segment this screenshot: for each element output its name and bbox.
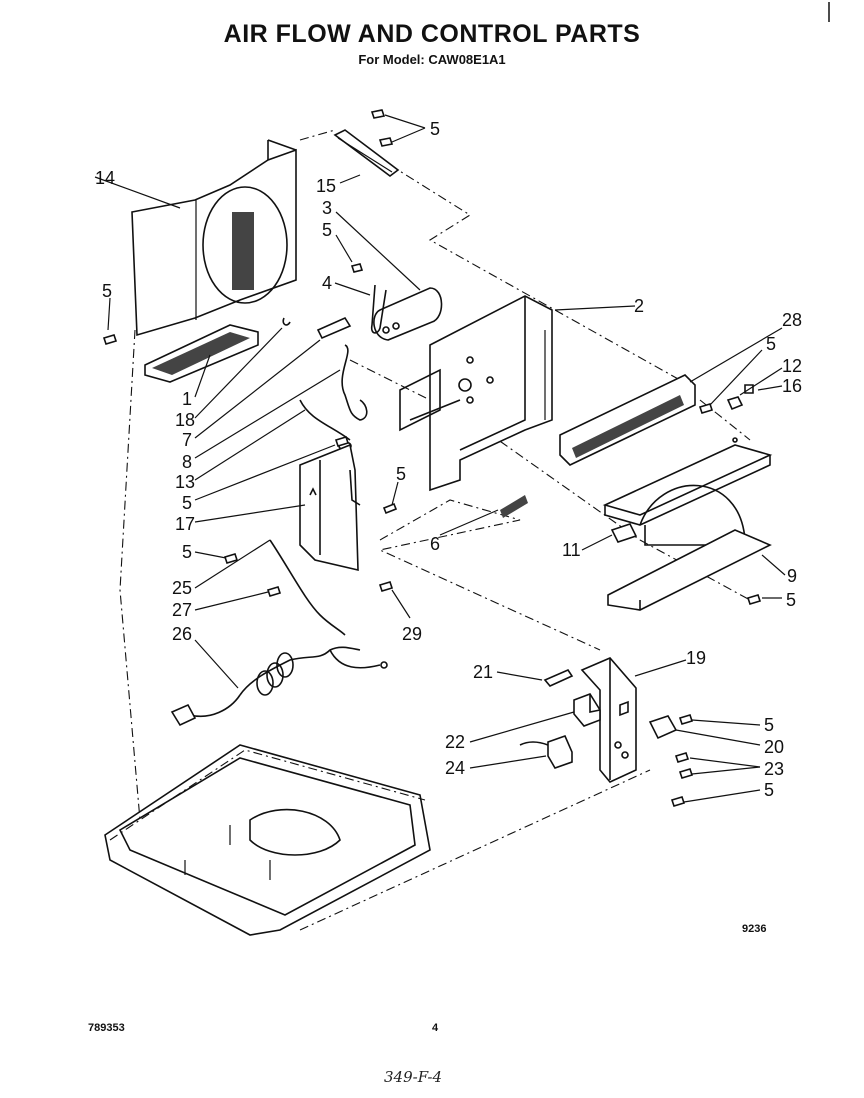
callout-5: 5 (102, 281, 112, 301)
part-15-rail (333, 109, 400, 177)
callout-20: 20 (764, 737, 784, 757)
part-14-panel (131, 139, 297, 337)
callout-13: 13 (175, 472, 195, 492)
callout-labels: 14 5 15 3 5 4 2 5 28 5 12 16 1 18 7 8 13… (95, 119, 802, 800)
callout-4: 4 (322, 273, 332, 293)
part-6-mesh (500, 495, 528, 518)
callout-16: 16 (782, 376, 802, 396)
callout-12: 12 (782, 356, 802, 376)
callout-6: 6 (430, 534, 440, 554)
callout-3: 3 (322, 198, 332, 218)
callout-18: 18 (175, 410, 195, 430)
callout-26: 26 (172, 624, 192, 644)
callout-23: 23 (764, 759, 784, 779)
callout-5: 5 (396, 464, 406, 484)
part-19-mount-bracket (580, 657, 637, 783)
base-pan (104, 744, 431, 936)
handwritten-note: 349-F-4 (384, 1068, 442, 1086)
callout-28: 28 (782, 310, 802, 330)
callout-21: 21 (473, 662, 493, 682)
callout-5: 5 (766, 334, 776, 354)
callout-19: 19 (686, 648, 706, 668)
callout-17: 17 (175, 514, 195, 534)
part-3-capacitor (350, 263, 443, 341)
callout-27: 27 (172, 600, 192, 620)
callout-29: 29 (402, 624, 422, 644)
part-20-thermostat (648, 714, 694, 807)
model-subtitle: For Model: CAW08E1A1 (358, 52, 506, 67)
page-title: AIR FLOW AND CONTROL PARTS (223, 20, 641, 48)
leader-lines (94, 114, 786, 803)
part-11-connector (610, 523, 638, 543)
part-26-power-cord (170, 539, 394, 727)
part-22-switch (573, 693, 601, 727)
callout-8: 8 (182, 452, 192, 472)
part-4-bracket (370, 284, 387, 334)
callout-11: 11 (562, 540, 581, 560)
callout-1: 1 (182, 389, 192, 409)
page-number: 4 (432, 1022, 439, 1034)
callout-15: 15 (316, 176, 336, 196)
callout-2: 2 (634, 296, 644, 316)
callout-5: 5 (182, 542, 192, 562)
callout-5: 5 (764, 715, 774, 735)
callout-14: 14 (95, 168, 115, 188)
callout-25: 25 (172, 578, 192, 598)
callout-5: 5 (764, 780, 774, 800)
part-17-control-cover (299, 443, 398, 572)
callout-5: 5 (430, 119, 440, 139)
callout-5: 5 (322, 220, 332, 240)
part-21-clip (543, 668, 574, 687)
part-2-control-bracket (399, 295, 553, 492)
part-24-relay (519, 734, 573, 769)
part-7-wire-clamp (316, 316, 368, 421)
callout-9: 9 (787, 566, 797, 586)
figure-number: 9236 (742, 923, 766, 935)
callout-5: 5 (182, 493, 192, 513)
part-1-foam-strip (144, 317, 291, 383)
callout-7: 7 (182, 430, 192, 450)
document-number: 789353 (88, 1022, 125, 1034)
callout-5: 5 (786, 590, 796, 610)
part-28-grille (559, 374, 714, 466)
part-9-fan-shroud (602, 384, 773, 611)
screw-hardware (102, 334, 350, 447)
callout-24: 24 (445, 758, 465, 778)
callout-22: 22 (445, 732, 465, 752)
